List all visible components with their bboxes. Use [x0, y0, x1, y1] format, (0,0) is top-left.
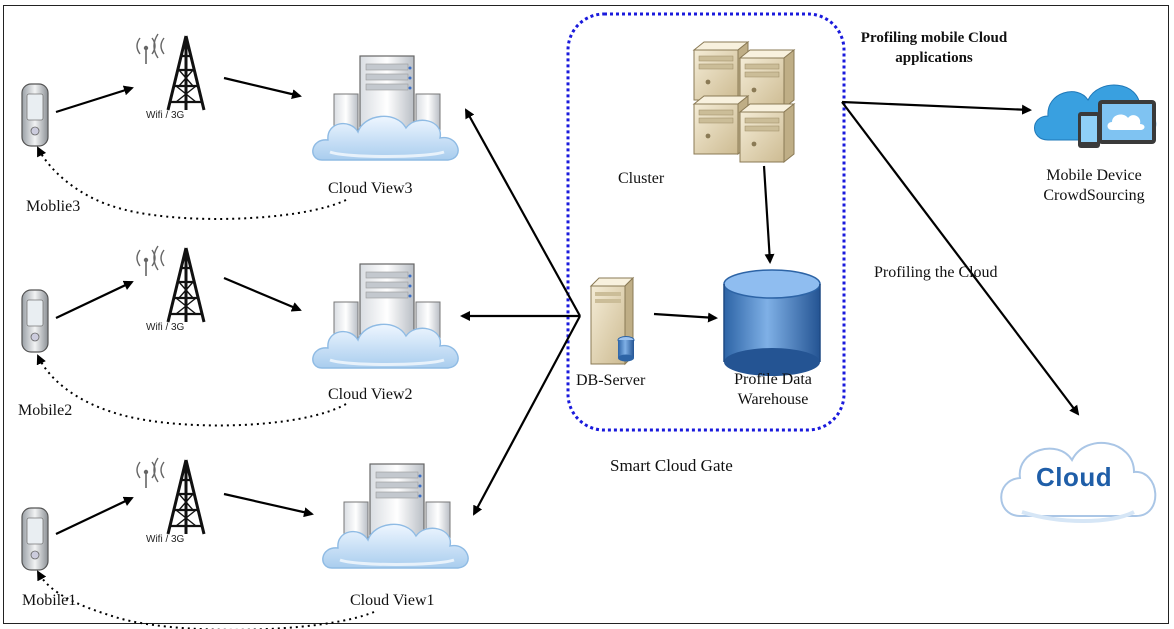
wifi-label-3: Wifi / 3G [146, 110, 185, 121]
dotted-return-view2 [36, 354, 347, 427]
profiling-mobile-line1: Profiling mobile Cloud [860, 30, 1008, 46]
mobile2-label: Mobile2 [18, 402, 73, 419]
arrow-tower-to-view2 [223, 276, 302, 312]
arrow-mobile1-to-tower [55, 496, 134, 535]
arrow-tower-to-view3 [223, 76, 302, 100]
wifi-label-1: Wifi / 3G [146, 534, 185, 545]
arrow-db-to-warehouse [653, 312, 718, 323]
arrow-profiling-cloud [841, 101, 1080, 416]
cluster-label: Cluster [618, 170, 665, 187]
server-cloud-icon [311, 54, 460, 162]
diagram-frame [3, 5, 1169, 624]
arrow-tower-to-view1 [223, 492, 314, 518]
profiling-mobile-line2: applications [895, 50, 973, 67]
mobile3-label: Moblie3 [26, 198, 81, 215]
cloud-view1-label: Cloud View1 [350, 592, 435, 609]
cloud-view2-label: Cloud View2 [328, 386, 413, 403]
arrow-gate-to-view1 [473, 315, 581, 516]
crowdsourcing-line2: CrowdSourcing [1043, 187, 1145, 204]
arrow-mobile3-to-tower [55, 85, 134, 114]
arrow-profiling-mobile [841, 100, 1032, 115]
arrow-gate-to-view3 [465, 108, 581, 317]
cloud-logo-text: Cloud [1036, 462, 1113, 492]
cloud-logo-icon [1000, 442, 1157, 523]
profiling-cloud-label: Profiling the Cloud [874, 264, 998, 281]
crowdsourcing-line1: Mobile Device [1046, 167, 1142, 184]
wifi-tower-icon [135, 244, 206, 324]
phone-icon [21, 507, 49, 571]
wifi-label-2: Wifi / 3G [146, 322, 185, 333]
server-cloud-icon [311, 262, 460, 370]
warehouse-label-line1: Profile Data [734, 371, 812, 388]
wifi-tower-icon [135, 32, 206, 112]
warehouse-label: Profile Data Warehouse [718, 370, 828, 410]
db-server-icon [589, 276, 635, 366]
cloud-view3-label: Cloud View3 [328, 180, 413, 197]
cluster-server-icon [693, 41, 795, 163]
profiling-mobile-label: Profiling mobile Cloud applications [846, 28, 1022, 69]
smart-cloud-gate-boundary [566, 12, 846, 432]
crowdsourcing-label: Mobile Device CrowdSourcing [1026, 166, 1162, 206]
database-icon [723, 269, 821, 376]
server-cloud-icon [321, 462, 470, 570]
dotted-return-view3 [37, 146, 347, 220]
devices-cloud-icon [1034, 84, 1157, 148]
phone-icon [21, 289, 49, 353]
db-server-label: DB-Server [576, 372, 646, 389]
arrow-mobile2-to-tower [55, 280, 134, 319]
phone-icon [21, 83, 49, 147]
arrow-cluster-to-warehouse [762, 165, 775, 264]
smart-cloud-gate-title: Smart Cloud Gate [610, 456, 733, 475]
warehouse-label-line2: Warehouse [737, 391, 809, 408]
dotted-return-view1 [37, 570, 375, 629]
wifi-tower-icon [135, 456, 206, 536]
mobile1-label: Mobile1 [22, 592, 77, 609]
